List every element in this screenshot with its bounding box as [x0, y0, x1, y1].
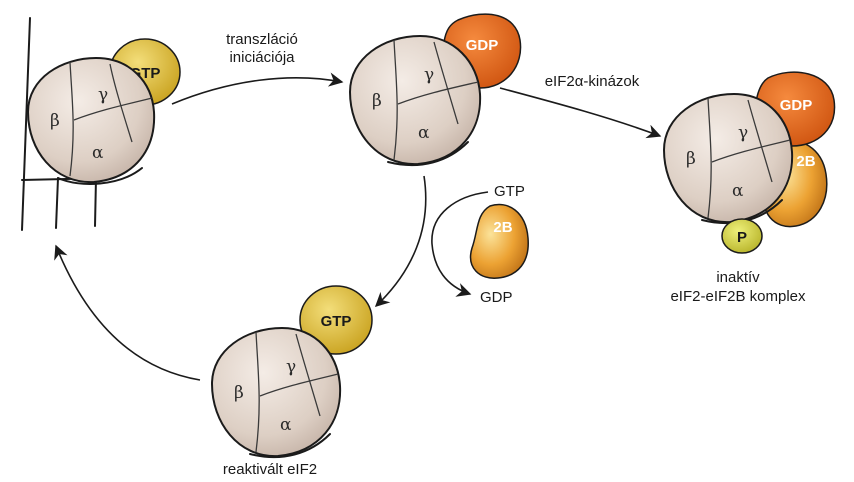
gtp-blob	[299, 285, 373, 355]
reactivated-eif2-complex: GTP β γ α	[210, 285, 373, 458]
free-eif2b: 2B	[469, 203, 529, 279]
beta-label: β	[686, 149, 696, 169]
eif2-body	[662, 92, 794, 224]
gdp-badge-text: GDP	[466, 37, 499, 54]
inactive-eif2-eif2b-complex: 2B GDP β γ α P	[662, 71, 836, 254]
eif2b-badge-text: 2B	[796, 153, 815, 170]
gtp-badge-text: GTP	[321, 313, 352, 330]
eif2-gdp-complex: GDP β γ α	[348, 13, 522, 166]
eif2-body	[210, 326, 342, 458]
eif2-body	[348, 34, 482, 166]
free-eif2b-badge-text: 2B	[493, 219, 512, 236]
translation-label-line1: transzláció	[226, 31, 298, 48]
gamma-label: γ	[424, 65, 434, 85]
translation-label-line2: iniciációja	[229, 49, 295, 66]
beta-label: β	[372, 91, 382, 111]
arrow-back-to-initiation	[54, 244, 201, 381]
reactivated-label: reaktivált eIF2	[223, 461, 317, 478]
phospho-badge-text: P	[737, 229, 747, 246]
arrow-translation	[171, 72, 344, 105]
exchange-gdp-label: GDP	[480, 289, 513, 306]
arrow-kinases	[499, 87, 662, 139]
gamma-label: γ	[98, 85, 108, 105]
gamma-label: γ	[286, 357, 296, 377]
kinases-label: eIF2α-kinázok	[545, 73, 640, 90]
beta-label: β	[50, 111, 60, 131]
beta-label: β	[234, 383, 244, 403]
arrow-to-reactivated	[374, 175, 427, 307]
arrow-gtp-gdp-exchange	[431, 191, 489, 297]
exchange-gtp-label: GTP	[494, 183, 525, 200]
inactive-label-line1: inaktív	[716, 269, 760, 286]
alpha-label: α	[92, 143, 104, 163]
gdp-badge-text: GDP	[780, 97, 813, 114]
eif2-body	[26, 56, 156, 184]
alpha-label: α	[732, 181, 744, 201]
eif2-gtp-complex-1: GTP β γ α	[26, 38, 181, 185]
alpha-label: α	[418, 123, 430, 143]
alpha-label: α	[280, 415, 292, 435]
inactive-label-line2: eIF2-eIF2B komplex	[670, 288, 806, 305]
gamma-label: γ	[738, 123, 748, 143]
phospho-blob	[721, 218, 763, 254]
